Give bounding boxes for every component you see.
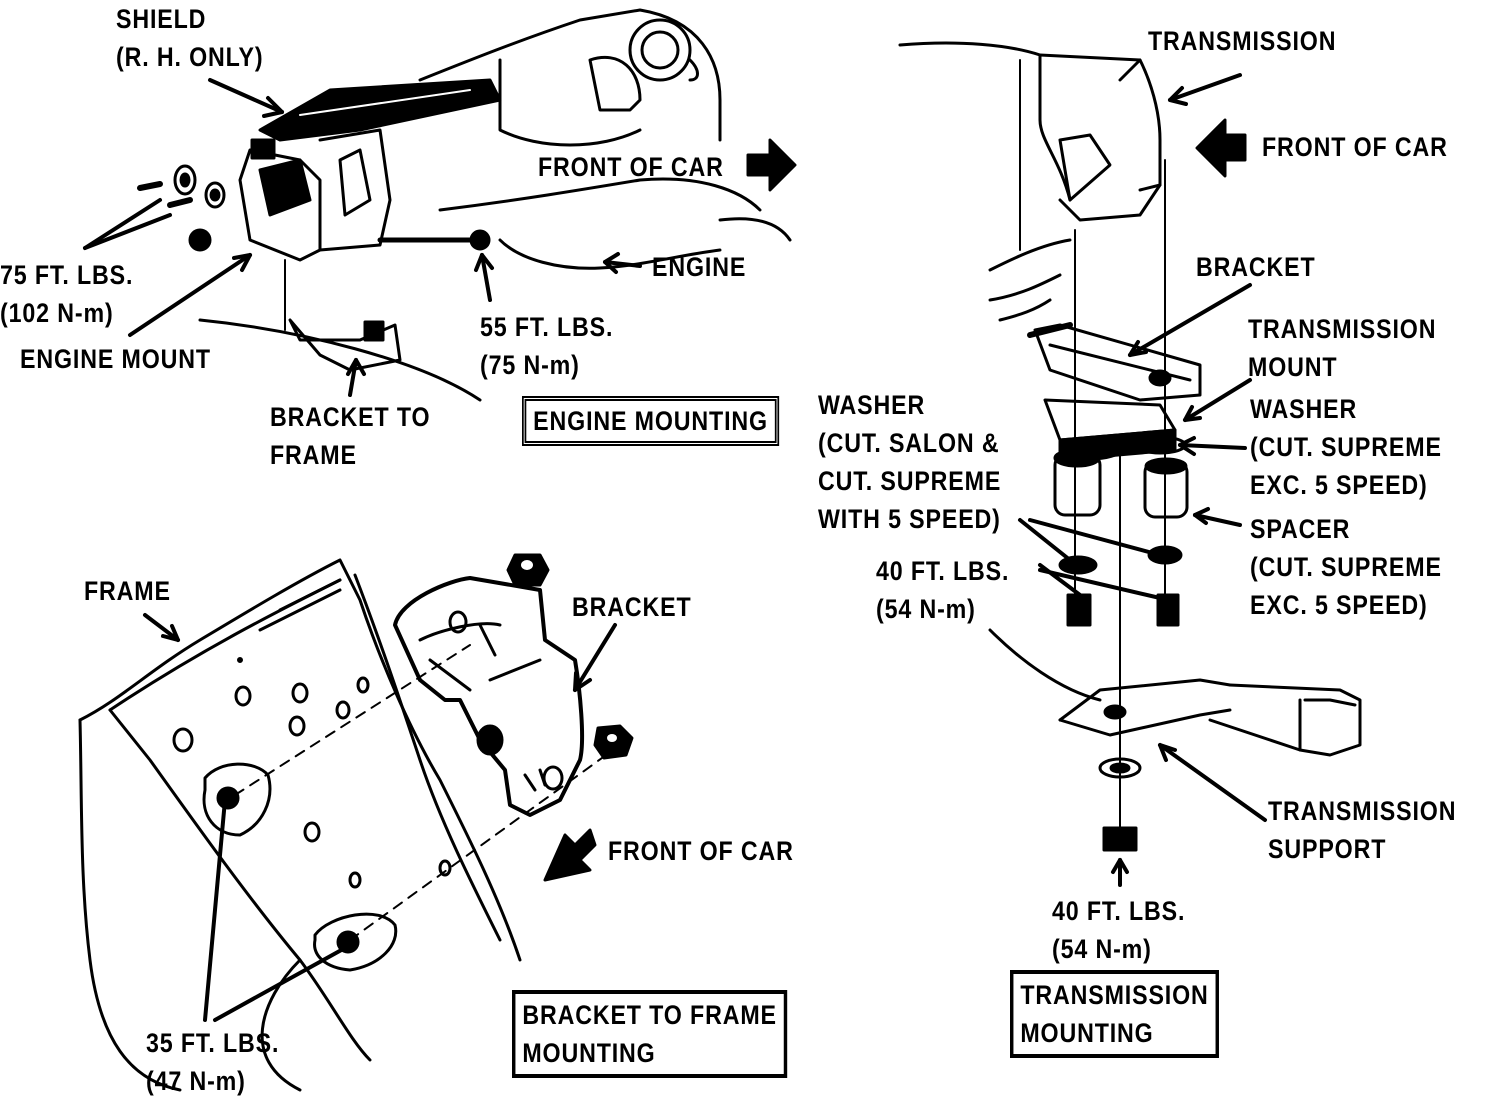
label-torque-55: 55 FT. LBS. (75 N-m) [480, 312, 614, 380]
label-spacer: SPACER (CUT. SUPREME EXC. 5 SPEED) [1250, 514, 1442, 620]
label-bracket-to-frame: BRACKET TO FRAME [270, 402, 431, 470]
label-front-of-car-engine: FRONT OF CAR [538, 152, 724, 182]
label-frame: FRAME [84, 576, 171, 606]
label-engine: ENGINE [652, 252, 747, 282]
label-engine-mount: ENGINE MOUNT [20, 344, 211, 374]
label-bracket-transmission: BRACKET [1196, 252, 1316, 282]
title-engine-mounting: ENGINE MOUNTING [522, 396, 780, 446]
label-torque-35: 35 FT. LBS. (47 N-m) [146, 1028, 280, 1096]
title-transmission-mounting: TRANSMISSION MOUNTING [1010, 970, 1219, 1058]
engine-mounting-drawing [83, 8, 797, 402]
bracket-to-frame-drawing [78, 553, 634, 1092]
title-bracket-to-frame-mounting: BRACKET TO FRAME MOUNTING [512, 990, 788, 1078]
label-washer-left: WASHER (CUT. SALON & CUT. SUPREME WITH 5… [818, 390, 1002, 534]
label-washer-right: WASHER (CUT. SUPREME EXC. 5 SPEED) [1250, 394, 1442, 500]
label-transmission: TRANSMISSION [1148, 26, 1337, 56]
label-transmission-mount: TRANSMISSION MOUNT [1248, 314, 1437, 382]
transmission-mounting-drawing [898, 41, 1362, 887]
label-bracket-frame: BRACKET [572, 592, 692, 622]
label-shield: SHIELD (R. H. ONLY) [116, 4, 264, 72]
label-torque-40-upper: 40 FT. LBS. (54 N-m) [876, 556, 1010, 624]
label-torque-75: 75 FT. LBS. (102 N-m) [0, 260, 134, 328]
label-front-of-car-frame: FRONT OF CAR [608, 836, 794, 866]
label-front-of-car-transmission: FRONT OF CAR [1262, 132, 1448, 162]
label-torque-40-lower: 40 FT. LBS. (54 N-m) [1052, 896, 1186, 964]
label-transmission-support: TRANSMISSION SUPPORT [1268, 796, 1457, 864]
